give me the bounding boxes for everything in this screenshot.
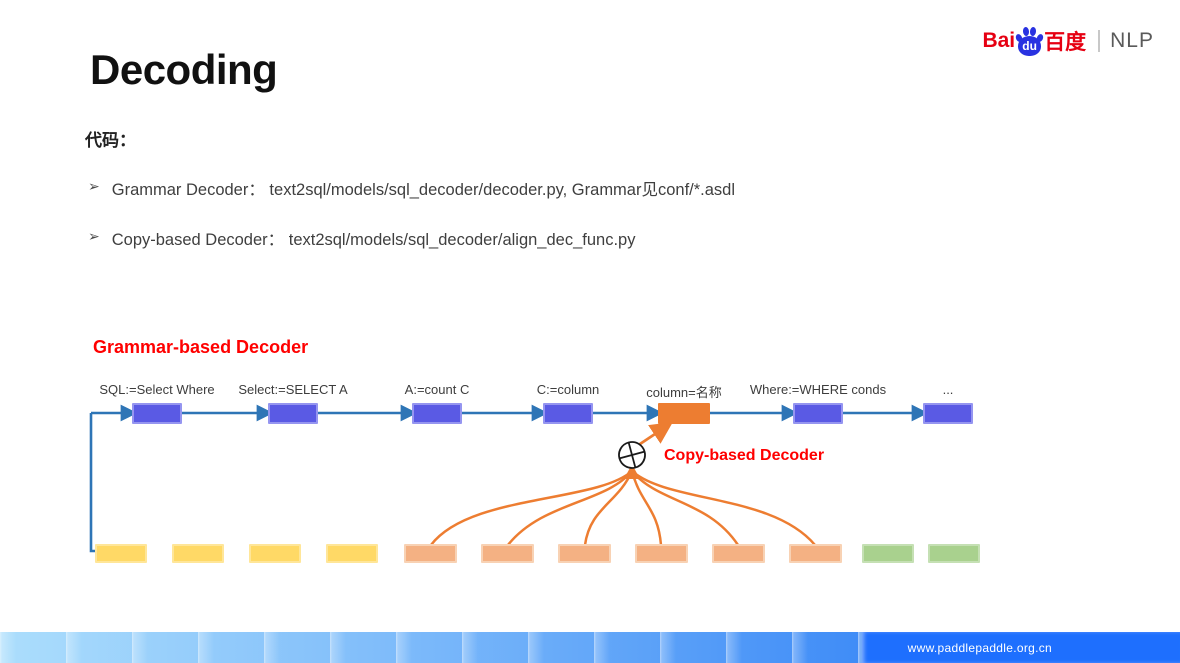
grammar-step-box — [268, 403, 318, 424]
input-token-box-green — [862, 544, 914, 563]
footer-gradient-stripes — [0, 632, 862, 663]
grammar-rule-label: Select:=SELECT A — [238, 382, 348, 397]
logo-divider — [1098, 30, 1101, 52]
bullet-arrow-icon: ➢ — [88, 178, 100, 194]
left-feedback-connector — [89, 413, 96, 553]
baidu-nlp-logo: Bai du 百度 NLP — [982, 26, 1154, 56]
grammar-decoder-heading: Grammar-based Decoder — [93, 337, 309, 357]
grammar-rule-label: C:=column — [536, 382, 600, 397]
paddlepaddle-url: www.paddlepaddle.org.cn — [907, 640, 1052, 655]
copy-to-grammar-arrow — [636, 422, 673, 448]
copy-step-box — [658, 403, 710, 424]
grammar-step-box — [923, 403, 973, 424]
input-token-box-yellow — [326, 544, 378, 563]
page-title: Decoding — [90, 46, 278, 93]
input-token-box-salmon — [712, 544, 765, 563]
grammar-rule-label: SQL:=Select Where — [99, 382, 215, 397]
grammar-rule-label: ... — [942, 382, 954, 397]
grammar-step-box — [543, 403, 593, 424]
input-token-box-salmon — [789, 544, 842, 563]
input-token-box-salmon — [635, 544, 688, 563]
copy-decoder-heading: Copy-based Decoder — [664, 447, 825, 464]
baidu-logo-cn-text: 百度 — [1044, 31, 1087, 54]
input-token-box-yellow — [172, 544, 224, 563]
copy-attention-curves — [430, 470, 816, 546]
bullet-arrow-icon: ➢ — [88, 228, 100, 244]
grammar-step-box — [793, 403, 843, 424]
grammar-step-box — [412, 403, 462, 424]
baidu-paw-icon: du — [1014, 26, 1045, 56]
circled-plus-icon — [618, 441, 646, 469]
input-token-box-green — [928, 544, 980, 563]
grammar-rule-label: Where:=WHERE conds — [749, 382, 887, 397]
grammar-rule-label: A:=count C — [404, 382, 470, 397]
input-token-box-yellow — [95, 544, 147, 563]
bullet-copy-decoder: ➢ Copy-based Decoder： text2sql/models/sq… — [88, 226, 635, 250]
input-token-box-yellow — [249, 544, 301, 563]
fan-arrowhead-icon — [624, 464, 640, 479]
input-token-box-salmon — [481, 544, 534, 563]
input-token-box-salmon — [558, 544, 611, 563]
baidu-logo-du-text: du — [1022, 39, 1037, 53]
nlp-unit-label: NLP — [1110, 29, 1154, 52]
bullet-text: Copy-based Decoder： text2sql/models/sql_… — [111, 231, 636, 249]
footer-url-block: www.paddlepaddle.org.cn — [862, 632, 1180, 663]
grammar-rule-label: column=名称 — [646, 385, 722, 400]
baidu-logo-bai-text: Bai — [982, 29, 1016, 52]
footer-bar: www.paddlepaddle.org.cn — [0, 632, 1180, 663]
input-token-box-salmon — [404, 544, 457, 563]
code-section-label: 代码： — [85, 131, 136, 150]
grammar-step-box — [132, 403, 182, 424]
bullet-text: Grammar Decoder： text2sql/models/sql_dec… — [111, 181, 736, 199]
bullet-grammar-decoder: ➢ Grammar Decoder： text2sql/models/sql_d… — [88, 176, 735, 200]
